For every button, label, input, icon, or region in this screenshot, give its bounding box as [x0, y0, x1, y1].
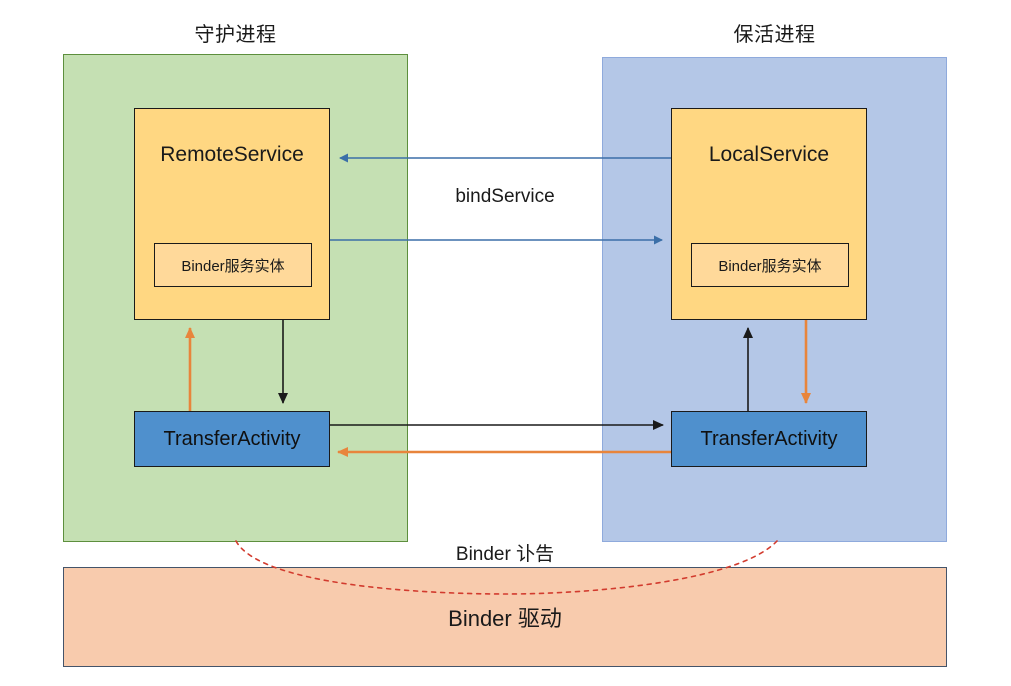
- activity-box-daemon: TransferActivity: [134, 411, 330, 467]
- activity-box-keepalive: TransferActivity: [671, 411, 867, 467]
- service-label-remoteservice: RemoteService: [160, 143, 304, 166]
- service-box-remoteservice: RemoteService Binder服务实体: [134, 108, 330, 320]
- binder-entity-keepalive: Binder服务实体: [691, 243, 849, 287]
- binder-driver-box: Binder 驱动: [63, 567, 947, 667]
- service-box-localservice: LocalService Binder服务实体: [671, 108, 867, 320]
- process-title-daemon: 守护进程: [194, 24, 277, 46]
- service-label-localservice: LocalService: [708, 143, 830, 166]
- edge-label-binder-obituary: Binder 讣告: [455, 544, 555, 565]
- edge-label-bindservice: bindService: [455, 186, 555, 207]
- binder-entity-daemon: Binder服务实体: [154, 243, 312, 287]
- process-title-keepalive: 保活进程: [733, 24, 816, 46]
